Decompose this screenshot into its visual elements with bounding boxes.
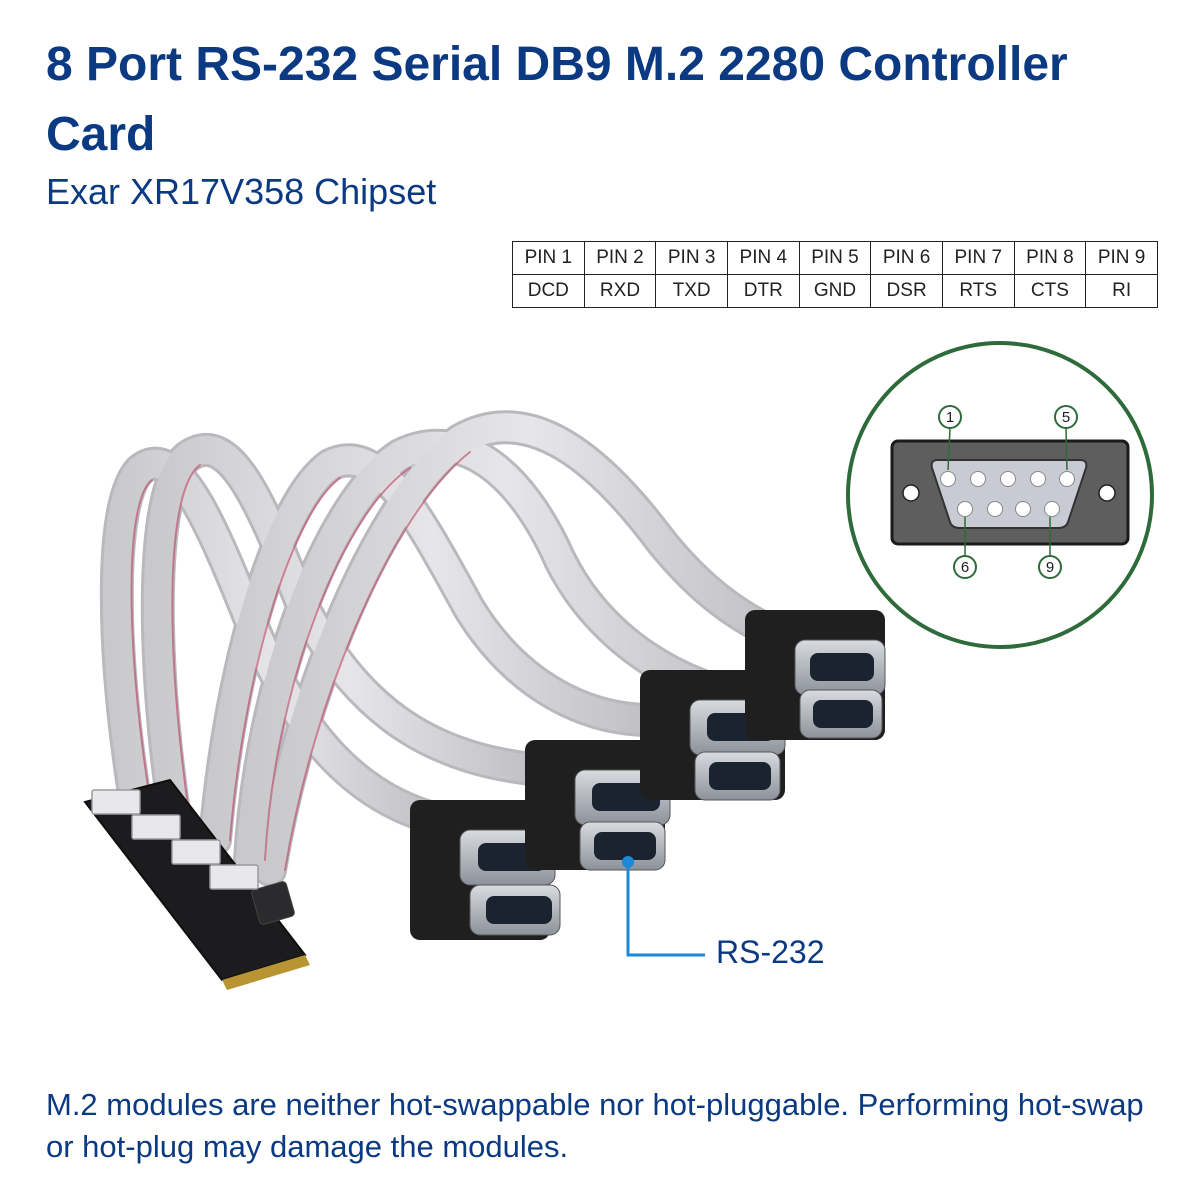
pin-signal: DTR	[726, 274, 800, 308]
pinout-table: PIN 1 PIN 2 PIN 3 PIN 4 PIN 5 PIN 6 PIN …	[512, 241, 1158, 308]
pin-label-circle	[1038, 555, 1062, 579]
pin-signal: RXD	[583, 274, 657, 308]
pin-number: PIN 6	[870, 241, 943, 275]
pin-label-circle	[938, 405, 962, 429]
pin-label-circle	[953, 555, 977, 579]
pin-label: 1	[946, 409, 954, 426]
pin-number: PIN 9	[1085, 241, 1158, 275]
callout-line	[626, 862, 705, 957]
controller-chip	[251, 881, 295, 925]
page-subtitle: Exar XR17V358 Chipset	[46, 171, 437, 212]
pin-signal: CTS	[1013, 274, 1087, 308]
pin-hole-icon	[1000, 471, 1016, 487]
pin-label: 9	[1046, 559, 1054, 576]
db9-trapezoid-face	[930, 459, 1088, 529]
pin-label: 5	[1062, 409, 1070, 426]
mounting-hole-icon	[1098, 484, 1116, 502]
pin-signal: RTS	[941, 274, 1015, 308]
db9-connectors	[410, 610, 886, 940]
pinout-signal-row: DCD RXD TXD DTR GND DSR RTS CTS RI	[512, 274, 1158, 308]
m2-controller-card	[83, 778, 310, 990]
pin-number: PIN 1	[512, 241, 585, 275]
pinout-header-row: PIN 1 PIN 2 PIN 3 PIN 4 PIN 5 PIN 6 PIN …	[512, 241, 1158, 275]
pin-hole-icon	[1044, 501, 1060, 517]
rs232-label: RS-232	[716, 934, 825, 970]
m2-gold-fingers	[222, 955, 310, 990]
pin-hole-icon	[940, 471, 956, 487]
cable-headers	[91, 789, 259, 890]
mounting-hole-icon	[902, 484, 920, 502]
pin-signal: RI	[1085, 274, 1158, 308]
db9-pinout-diagram: 1 5 6 9	[846, 341, 1154, 649]
pin-hole-icon	[1030, 471, 1046, 487]
pin-label: 6	[961, 559, 969, 576]
pin-number: PIN 5	[798, 241, 872, 275]
hot-swap-warning: M.2 modules are neither hot-swappable no…	[46, 1087, 1144, 1164]
ribbon-cables	[99, 410, 807, 887]
pin-hole-icon	[970, 471, 986, 487]
pin-hole-icon	[1059, 471, 1075, 487]
page-title: 8 Port RS-232 Serial DB9 M.2 2280 Contro…	[46, 38, 1068, 161]
pin-number: PIN 8	[1013, 241, 1087, 275]
pin-signal: DSR	[870, 274, 943, 308]
db9-connector-pair	[745, 610, 886, 740]
pin-signal: DCD	[512, 274, 585, 308]
pin-label-circle	[1054, 405, 1078, 429]
pin-hole-icon	[1015, 501, 1031, 517]
pin-number: PIN 2	[583, 241, 657, 275]
db9-connector-pair	[410, 800, 561, 940]
pin-number: PIN 4	[726, 241, 800, 275]
pin-hole-icon	[987, 501, 1003, 517]
pin-hole-icon	[957, 501, 973, 517]
rs232-callout	[622, 856, 705, 957]
pin-signal: TXD	[655, 274, 728, 308]
